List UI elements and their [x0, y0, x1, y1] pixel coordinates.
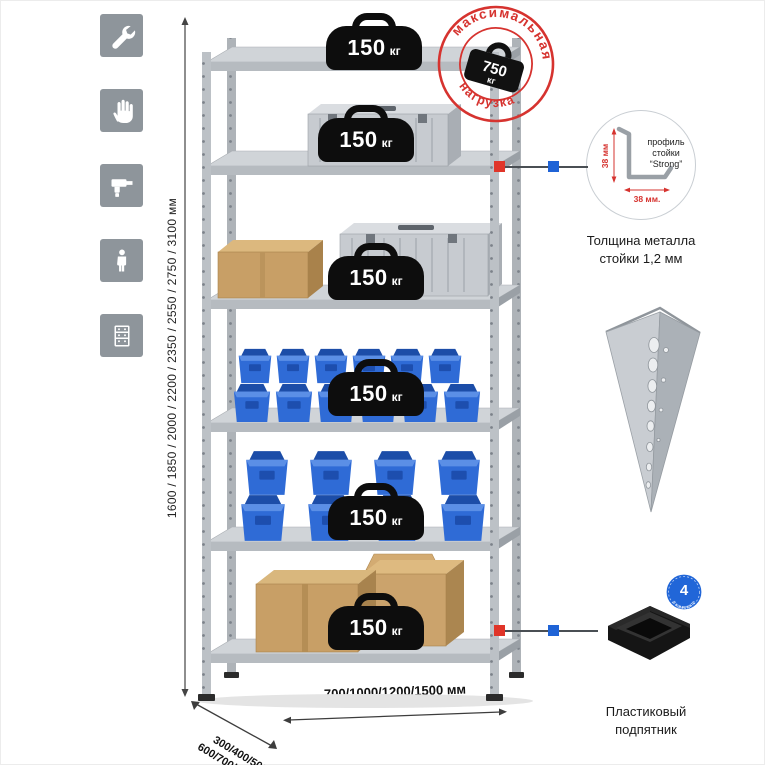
- depth-dimension-line: [191, 701, 277, 749]
- connector-line-top: [500, 166, 588, 168]
- profile-label-1: профиль: [647, 137, 685, 147]
- stamp-unit: кг: [486, 74, 497, 86]
- foot-caption-line2: подпятник: [615, 721, 677, 737]
- included-count-badge: 4 в комплекте: [665, 573, 703, 611]
- blue-marker-bottom: [548, 625, 559, 636]
- wrench-icon: [100, 14, 143, 57]
- red-marker-top: [494, 161, 505, 172]
- profile-dim-horizontal: 38 мм.: [634, 194, 661, 204]
- load-value: 150: [339, 127, 378, 152]
- post-profile-diagram: 38 мм 38 мм. профиль стойки “Strong”: [586, 110, 696, 220]
- height-dimension-label: 1600 / 1850 / 2000 / 2200 / 2350 / 2550 …: [165, 197, 179, 519]
- profile-caption: Толщина металла стойки 1,2 мм: [561, 232, 721, 267]
- load-value: 150: [349, 265, 388, 290]
- load-value: 150: [349, 381, 388, 406]
- load-unit: кг: [381, 136, 393, 150]
- profile-caption-line1: Толщина металла: [586, 233, 696, 248]
- width-dimension-line: [283, 708, 507, 724]
- drill-icon: [100, 164, 143, 207]
- load-unit: кг: [391, 624, 403, 638]
- load-value: 150: [349, 505, 388, 530]
- height-dimension-line: [181, 17, 189, 697]
- plastic-foot-image: [608, 606, 690, 660]
- load-value: 150: [349, 615, 388, 640]
- stamp-value: 750: [480, 58, 509, 81]
- blue-marker-top: [548, 161, 559, 172]
- svg-text:в комплекте: в комплекте: [671, 600, 698, 611]
- profile-caption-line2: стойки 1,2 мм: [599, 250, 683, 266]
- red-marker-bottom: [494, 625, 505, 636]
- person-icon: [100, 239, 143, 282]
- load-unit: кг: [391, 274, 403, 288]
- max-load-stamp: максимальная нагрузка 750 кг: [437, 0, 566, 123]
- gloves-icon: [100, 89, 143, 132]
- badge-label: в комплекте: [671, 600, 698, 611]
- load-unit: кг: [391, 514, 403, 528]
- angle-post-image: [605, 306, 701, 513]
- rack-icon: [100, 314, 143, 357]
- load-unit: кг: [391, 390, 403, 404]
- profile-label-3: “Strong”: [650, 159, 683, 169]
- load-value: 150: [347, 35, 386, 60]
- profile-label-2: стойки: [652, 148, 680, 158]
- badge-count: 4: [680, 582, 689, 599]
- foot-caption: Пластиковый подпятник: [566, 703, 726, 738]
- foot-caption-line1: Пластиковый: [605, 704, 687, 719]
- profile-dim-vertical: 38 мм: [600, 144, 610, 168]
- load-unit: кг: [389, 44, 401, 58]
